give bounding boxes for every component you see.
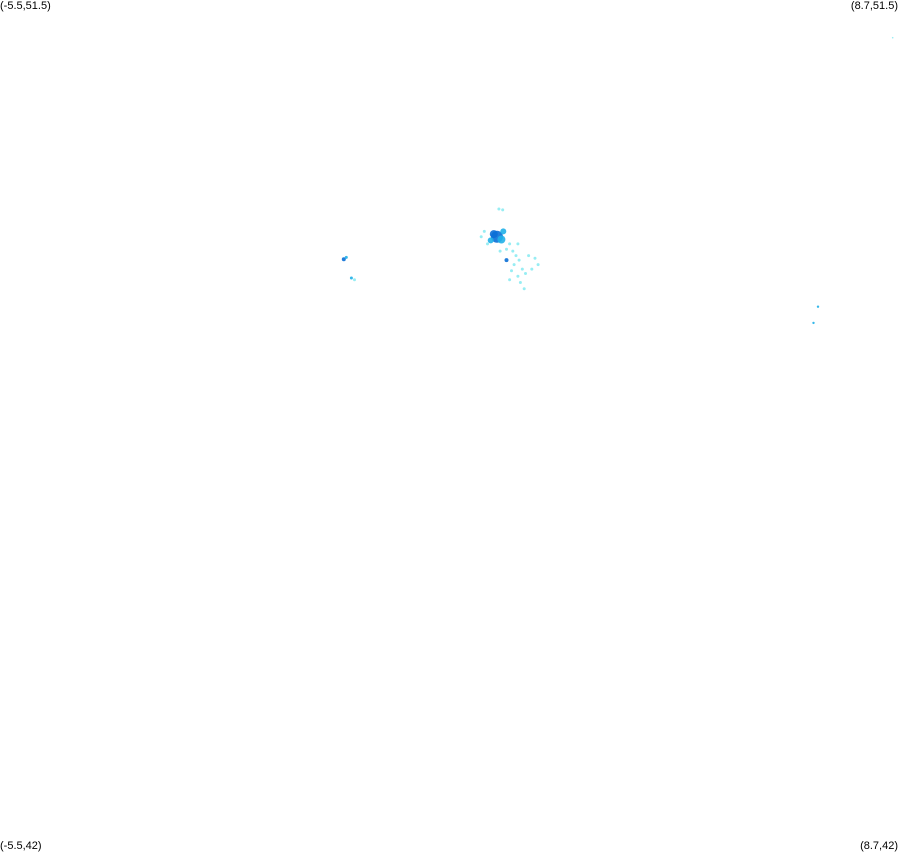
map-point [533, 256, 537, 260]
map-point [497, 235, 506, 244]
corner-label-bottom-left: (-5.5,42) [0, 840, 42, 852]
map-point [514, 254, 518, 258]
map-point [516, 274, 520, 278]
map-point [517, 258, 521, 262]
map-point [487, 237, 494, 244]
map-point [498, 249, 502, 253]
map-point [489, 230, 498, 239]
map-point [497, 207, 501, 211]
map-point [536, 263, 540, 267]
map-point [505, 247, 508, 251]
map-point [530, 267, 534, 271]
map-point [518, 281, 522, 284]
map-point [482, 229, 486, 233]
corner-label-bottom-right: (8.7,42) [860, 840, 898, 852]
map-point [511, 249, 515, 253]
map-point [527, 254, 531, 258]
map-point [520, 267, 524, 271]
map-point [479, 235, 483, 239]
map-point [510, 269, 513, 273]
map-point [353, 278, 356, 282]
map-point [341, 257, 346, 262]
map-point [891, 36, 894, 39]
map-point [522, 287, 526, 291]
map-point [516, 242, 520, 246]
map-point [508, 242, 512, 246]
map-point [500, 228, 507, 235]
map-point [486, 242, 489, 246]
corner-label-top-right: (8.7,51.5) [850, 0, 898, 12]
map-point [524, 272, 527, 275]
map-point [501, 208, 505, 212]
corner-label-top-left: (-5.5,51.5) [0, 0, 51, 12]
map-point [812, 321, 815, 325]
map-point [504, 258, 509, 263]
map-point [508, 278, 512, 282]
map-point [816, 305, 820, 308]
map-point [512, 263, 516, 267]
map-point [344, 255, 348, 259]
map-point [349, 276, 353, 280]
